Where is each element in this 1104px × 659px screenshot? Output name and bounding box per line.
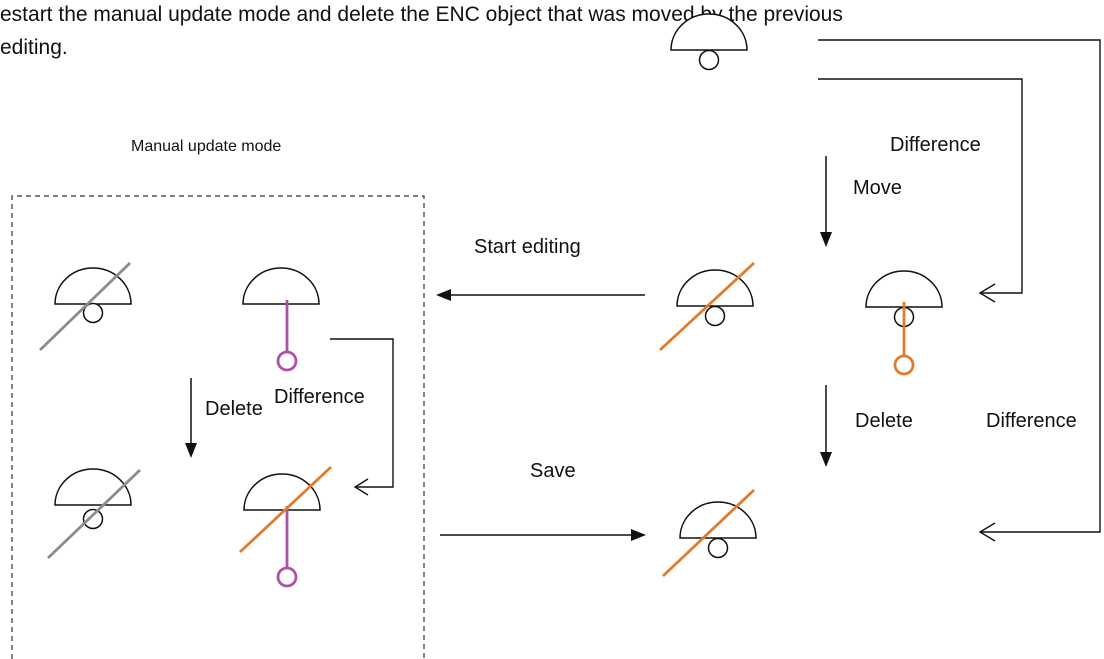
save-arrow xyxy=(440,529,646,541)
enc-object-top xyxy=(670,13,748,71)
manual-mode-box xyxy=(11,195,425,659)
purple-stem-circle xyxy=(276,566,298,588)
enc-object-purple-stem xyxy=(242,267,320,372)
label-difference-left: Difference xyxy=(274,386,365,408)
label-difference-top: Difference xyxy=(890,134,981,156)
label-difference-right: Difference xyxy=(986,410,1077,432)
enc-object-gray-bottom xyxy=(47,468,141,560)
delete-arrow-left xyxy=(185,378,197,458)
enc-object-orange-purple xyxy=(239,465,332,588)
difference-connector-outer xyxy=(818,39,1101,542)
label-delete-left: Delete xyxy=(205,398,263,420)
purple-stem-circle xyxy=(276,350,298,372)
enc-object-deleted-middle xyxy=(659,261,755,352)
label-start-editing: Start editing xyxy=(474,236,581,258)
label-save: Save xyxy=(530,460,576,482)
move-arrow xyxy=(820,156,832,247)
delete-arrow-right xyxy=(820,385,832,467)
intro-text-line-2: editing. xyxy=(0,36,68,59)
difference-connector-inner xyxy=(818,78,1023,303)
orange-stem-circle xyxy=(893,354,915,376)
orange-strike xyxy=(662,488,755,578)
enc-object-gray-top xyxy=(39,261,132,352)
difference-connector-left xyxy=(330,338,394,496)
gray-strike xyxy=(47,468,141,560)
orange-strike xyxy=(239,465,332,554)
manual-mode-title: Manual update mode xyxy=(131,138,282,155)
gray-strike xyxy=(39,261,131,352)
intro-text-line-1: estart the manual update mode and delete… xyxy=(0,3,843,26)
enc-object-moved xyxy=(865,270,943,376)
orange-strike xyxy=(659,261,755,352)
label-move: Move xyxy=(853,177,902,199)
enc-object-saved xyxy=(662,488,757,578)
start-editing-arrow xyxy=(436,289,645,301)
label-delete-right: Delete xyxy=(855,410,913,432)
